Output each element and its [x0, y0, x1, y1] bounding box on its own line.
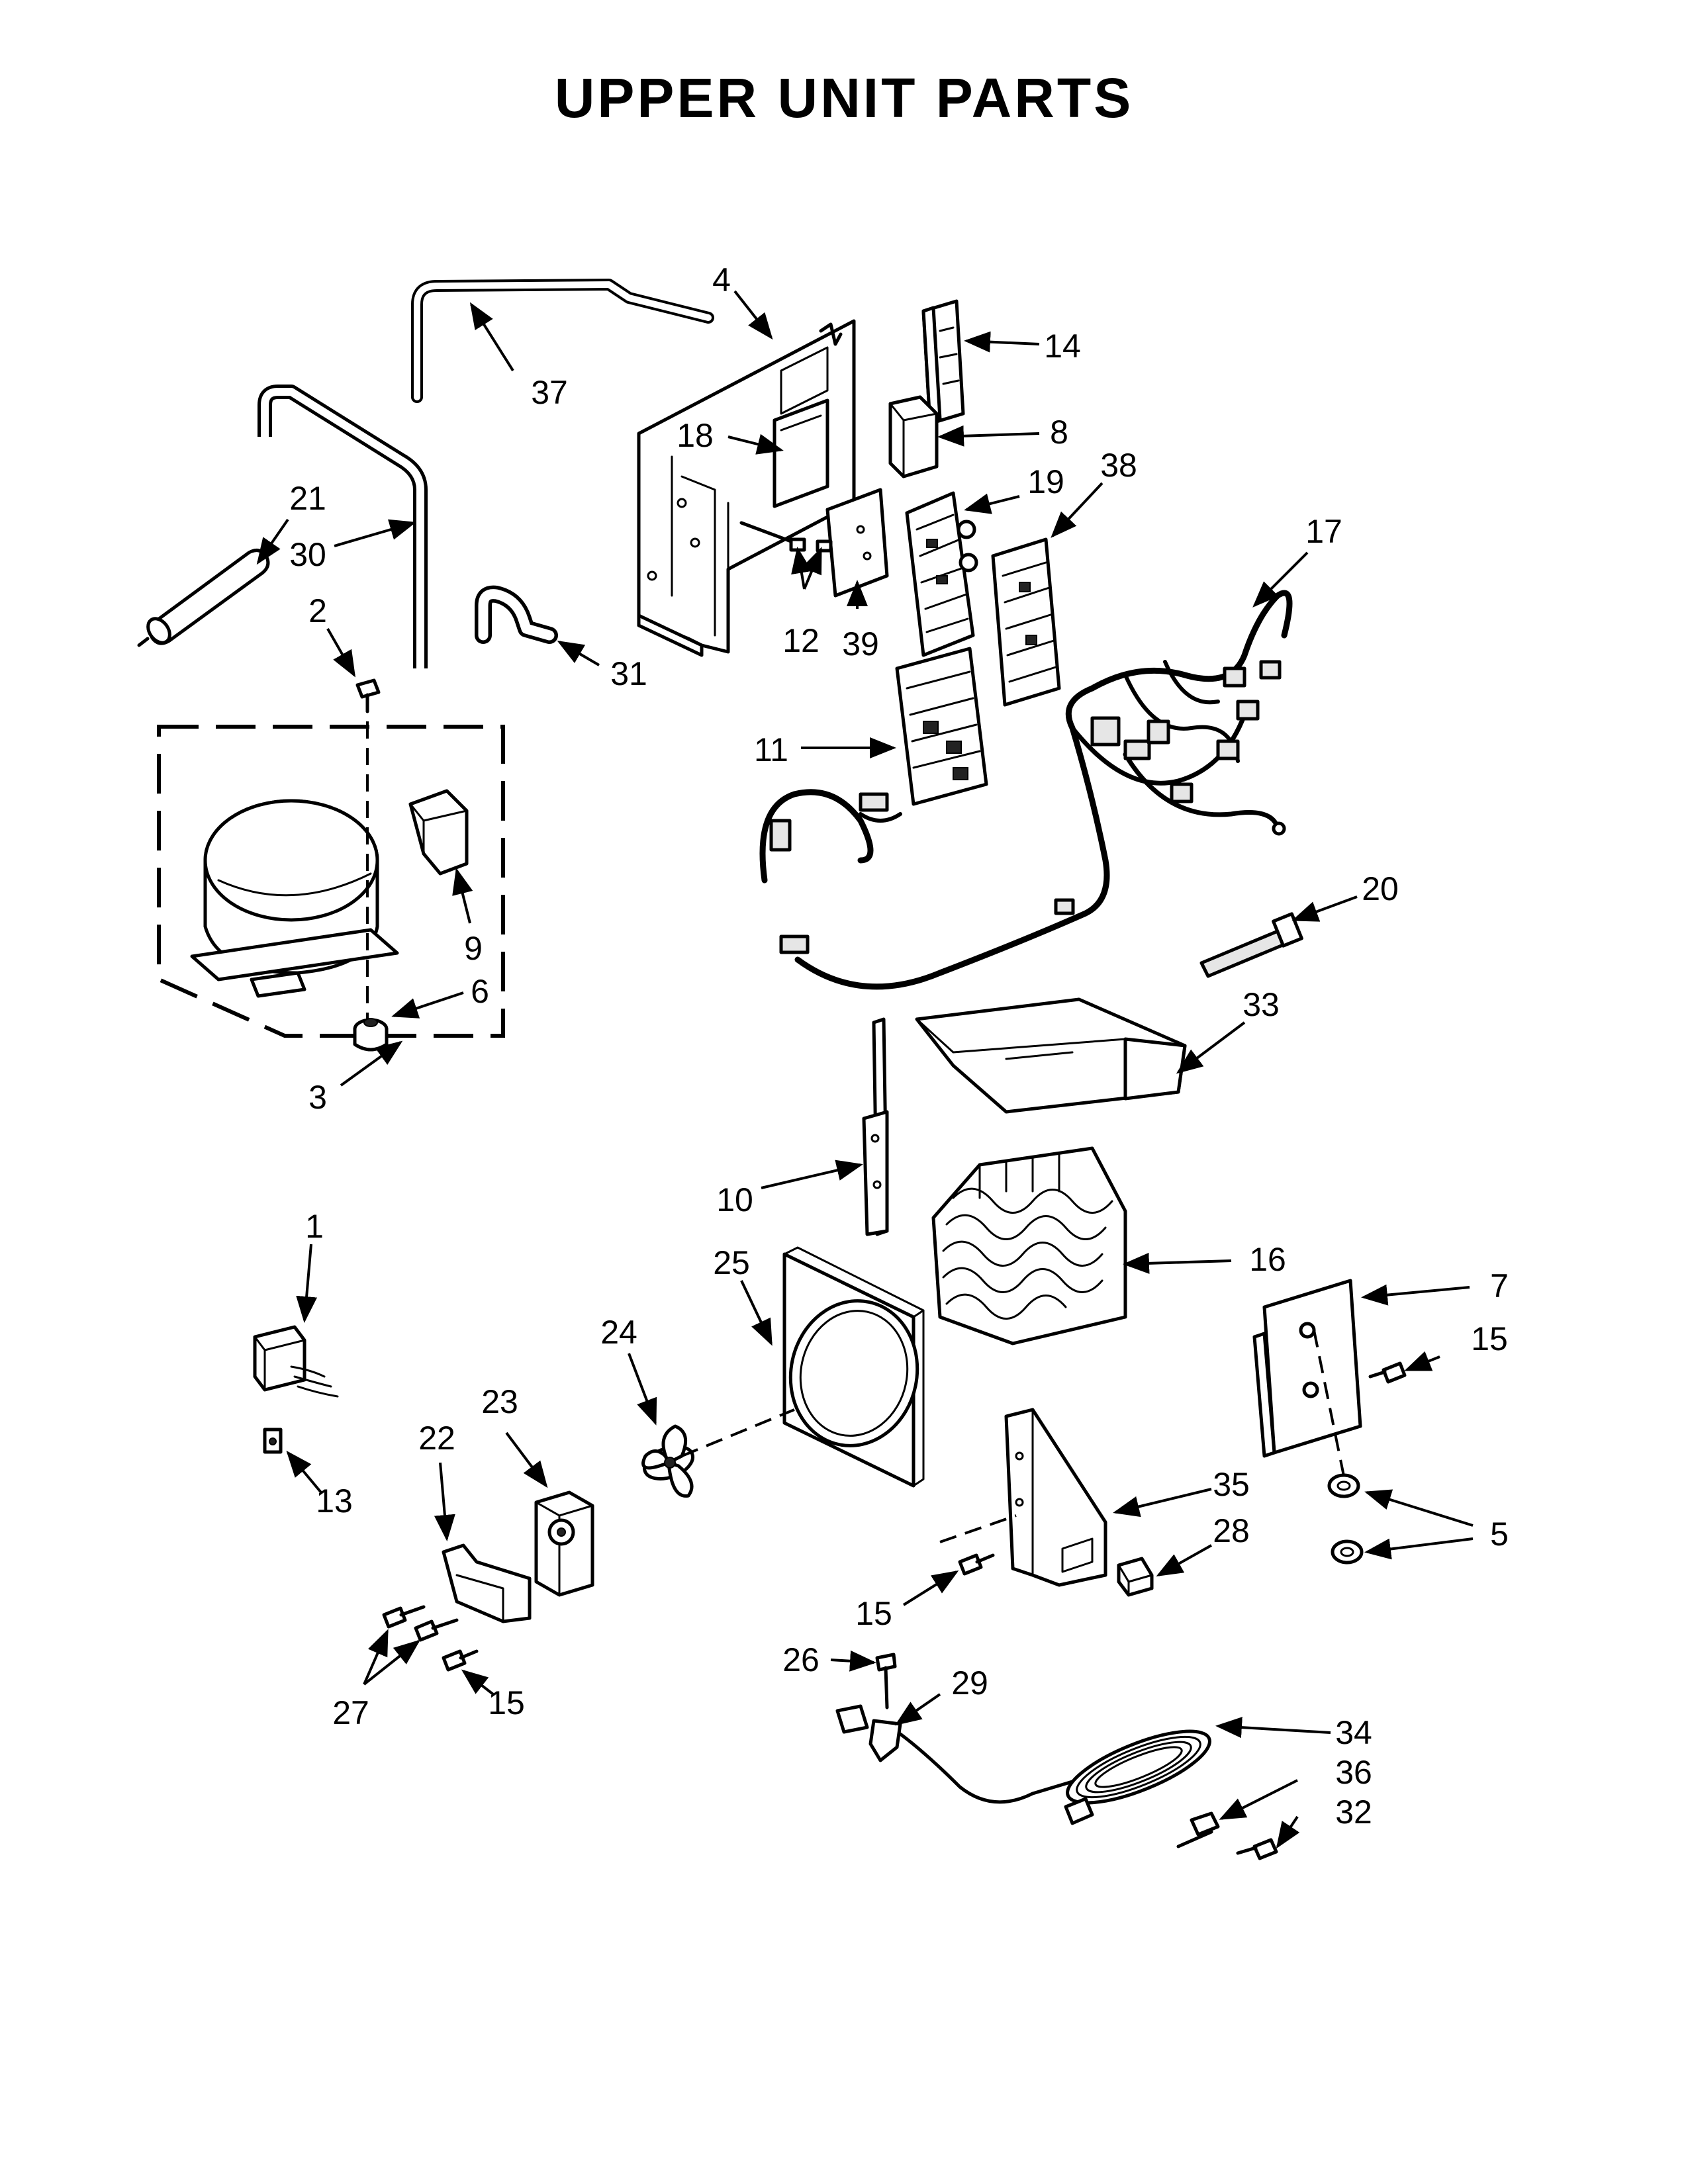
part-28-switch	[1117, 1557, 1154, 1597]
part-30-tube	[258, 385, 428, 668]
callout-26: 26	[782, 1641, 820, 1678]
part-27-screws	[382, 1605, 459, 1642]
part-15-screw-bottom	[442, 1649, 479, 1672]
part-1-relay	[253, 1325, 339, 1398]
part-35-bracket	[939, 1408, 1107, 1587]
callout-7: 7	[1490, 1267, 1509, 1304]
part-13-terminal	[263, 1428, 283, 1454]
callout-14: 14	[1044, 328, 1081, 365]
callout-23: 23	[481, 1383, 518, 1420]
callout-16: 16	[1249, 1241, 1286, 1278]
part-8-box	[888, 395, 939, 478]
callout-17: 17	[1305, 513, 1342, 550]
callout-22: 22	[418, 1420, 455, 1457]
part-4-bracket	[637, 319, 856, 657]
part-5-grommets	[1327, 1473, 1364, 1565]
callout-38: 38	[1100, 447, 1137, 484]
callout-18: 18	[677, 417, 714, 454]
part-39-plate	[825, 488, 889, 598]
callout-15-right: 15	[1471, 1320, 1508, 1357]
callout-32: 32	[1335, 1794, 1372, 1831]
part-3-compressor-assembly	[157, 695, 505, 1038]
callout-8: 8	[1050, 414, 1068, 451]
callout-37: 37	[531, 374, 568, 411]
part-36-clip	[1176, 1811, 1220, 1848]
callout-labels: 37 4 14 8 18 19 38 17 21 30 31 12 39 2 1…	[289, 261, 1509, 1831]
part-17-harness	[759, 590, 1293, 990]
part-10-bracket	[862, 1017, 889, 1236]
part-29-thermostat	[835, 1704, 1101, 1804]
part-23-damper	[534, 1490, 594, 1597]
part-18-plate	[773, 398, 829, 508]
part-19-board	[905, 491, 978, 657]
part-2-screw	[355, 678, 381, 713]
callout-leaders	[256, 290, 1474, 1849]
callout-29: 29	[951, 1664, 988, 1702]
callout-21: 21	[289, 480, 326, 517]
callout-19: 19	[1027, 463, 1064, 500]
callout-4: 4	[712, 261, 731, 298]
callout-1: 1	[305, 1208, 324, 1245]
callout-27: 27	[332, 1694, 369, 1731]
part-6-grommet	[353, 1018, 389, 1052]
callout-35: 35	[1213, 1466, 1250, 1503]
part-11-board	[895, 647, 988, 806]
part-21-drier	[137, 548, 277, 647]
part-9-cover	[408, 789, 469, 876]
callout-13: 13	[316, 1482, 353, 1520]
callout-9: 9	[464, 930, 483, 967]
callout-39: 39	[842, 625, 879, 662]
part-14-board	[921, 299, 965, 426]
part-26-screw	[875, 1653, 897, 1709]
part-38-board	[991, 537, 1061, 707]
callout-34: 34	[1335, 1714, 1372, 1751]
callout-31: 31	[610, 655, 647, 692]
callout-25: 25	[713, 1244, 750, 1281]
part-15-screw-mid	[958, 1553, 995, 1576]
callout-15-bottom-left: 15	[488, 1684, 525, 1721]
callout-24: 24	[600, 1314, 637, 1351]
callout-30: 30	[289, 536, 326, 573]
part-22-bracket	[442, 1543, 532, 1623]
page-title: UPPER UNIT PARTS	[554, 67, 1134, 129]
callout-3: 3	[308, 1079, 327, 1116]
part-33-cover	[915, 997, 1187, 1114]
callout-2: 2	[308, 592, 327, 629]
part-25-shroud	[782, 1246, 925, 1488]
part-32-screw	[1236, 1838, 1278, 1860]
part-37-tube	[411, 279, 714, 403]
callout-5: 5	[1490, 1516, 1509, 1553]
callout-20: 20	[1362, 870, 1399, 907]
part-15-screw-right	[1368, 1361, 1407, 1384]
part-31-tube	[475, 585, 558, 644]
callout-11: 11	[754, 731, 788, 768]
callout-15-mid: 15	[855, 1595, 892, 1632]
part-20-heater	[1199, 912, 1303, 978]
part-16-evaporator	[931, 1146, 1127, 1345]
callout-36: 36	[1335, 1754, 1372, 1791]
callout-6: 6	[471, 973, 489, 1010]
part-7-bracket	[1252, 1279, 1362, 1477]
callout-33: 33	[1243, 986, 1280, 1023]
callout-10: 10	[716, 1181, 753, 1218]
callout-12: 12	[782, 622, 820, 659]
callout-28: 28	[1213, 1512, 1250, 1549]
part-34-heater-coil	[1064, 1729, 1211, 1825]
part-24-fan-blade	[641, 1408, 795, 1498]
